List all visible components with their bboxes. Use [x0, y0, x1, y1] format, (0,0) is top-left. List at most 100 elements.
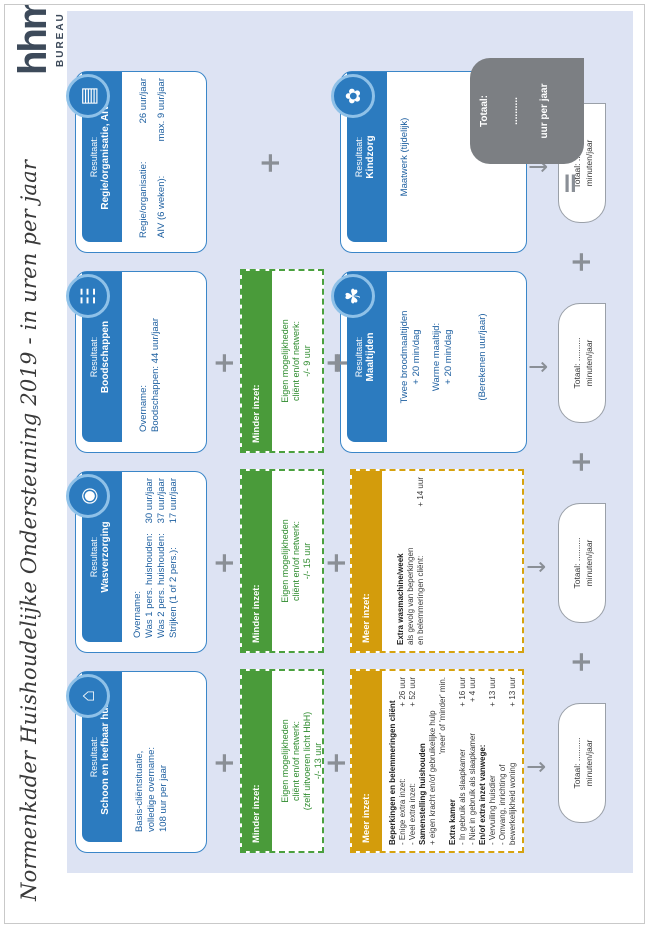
body-line: Warme maaltijd: — [431, 322, 442, 392]
row-label: - Veel extra inzet: — [408, 783, 417, 845]
row-value: 17 uur/jaar — [168, 478, 179, 524]
text-line: Eigen mogelijkheden — [280, 519, 290, 603]
minder-inzet-box: Minder inzet: Eigen mogelijkheden cliënt… — [240, 269, 324, 453]
result-body: Twee broodmaaltijden + 20 min/dag Warme … — [399, 282, 489, 432]
body-line: + 20 min/dag — [443, 329, 454, 385]
body-line: Boodschappen: 44 uur/jaar — [150, 317, 161, 432]
minder-inzet-box: Minder inzet: Eigen mogelijkheden cliënt… — [240, 669, 324, 853]
result-body: Regie/organisatie:26 uur/jaar AIV (6 wek… — [138, 78, 168, 238]
row-label: - Omvang, inrichting of — [498, 764, 507, 845]
body-line: Twee broodmaaltijden — [399, 310, 410, 404]
text-line: -/- 9 uur — [302, 345, 312, 377]
row-value: 37 uur/jaar — [156, 478, 167, 524]
plus-icon: + — [564, 650, 597, 674]
row-label: - Vervuiling huisdier — [488, 775, 497, 845]
row-label: Was 2 pers. huishouden: — [156, 533, 167, 638]
text-line: en belemmeringen cliënt: — [416, 555, 425, 645]
body-title: Overname: — [132, 591, 143, 638]
plus-icon: + — [207, 551, 240, 575]
logo-sub-text: BUREAU — [55, 12, 66, 67]
teddy-bear-icon: ✿ — [331, 74, 375, 118]
body-row: Was 2 pers. huishouden: 37 uur/jaar — [156, 478, 168, 638]
result-card-wasverzorging: Resultaat: Wasverzorging ◉ Overname: Was… — [66, 471, 207, 653]
result-body: Maatwerk (tijdelijk) — [399, 82, 411, 232]
plus-icon: + — [319, 551, 352, 575]
bureau-hhm-logo: hhm BUREAU — [11, 5, 71, 77]
subtotal-unit: minuten/jaar — [584, 139, 594, 187]
row-value: + 13 uur — [508, 677, 517, 707]
meer-header: Meer inzet: — [352, 471, 382, 651]
text-line: cliënt en/of netwerk: — [291, 320, 301, 402]
row-label: - In gebruik als slaapkamer — [458, 748, 467, 845]
plus-icon: + — [319, 751, 352, 775]
text-line: Eigen mogelijkheden — [280, 319, 290, 403]
subtotal-pill: Totaal: .......... minuten/jaar — [558, 303, 606, 423]
plus-icon: + — [564, 450, 597, 474]
result-body: Overname: Was 1 pers. huishouden:30 uur/… — [132, 478, 180, 638]
body-line: Basis-cliëntsituatie, — [134, 750, 145, 832]
row-label: AIV (6 weken): — [156, 175, 167, 238]
result-card-schoon: Resultaat: Schoon en leefbaar huis ⌂ Bas… — [66, 671, 207, 853]
row-value: 'meer' of 'minder' min. — [438, 677, 447, 755]
text-line: als gevolg van beperkingen — [406, 547, 415, 645]
text-line: (zelf uitvoeren licht HbH) — [302, 711, 312, 811]
meer-row: 'meer' of 'minder' min. — [438, 677, 448, 845]
body-line: + 20 min/dag — [411, 329, 422, 385]
row-label: Strijken (1 of 2 pers.): — [168, 547, 179, 638]
row-value: + 13 uur — [488, 677, 497, 707]
meer-row: + eigen kracht en/of gebruikelijke hulp — [428, 677, 438, 845]
text-line: -/- 15 uur — [302, 542, 312, 580]
meer-row: - Enige extra inzet: + 26 uur — [398, 677, 408, 845]
row-value: + 4 uur — [468, 677, 477, 703]
subtotal-unit: minuten/jaar — [584, 539, 594, 587]
plus-icon: + — [321, 351, 354, 375]
plus-icon: + — [564, 250, 597, 274]
meer-row: bewerkelijkheid woning + 13 uur — [508, 677, 518, 845]
section-title: En/of extra inzet vanwege: — [478, 744, 487, 845]
row-label: Regie/organisatie: — [138, 161, 149, 238]
washing-machine-icon: ◉ — [66, 474, 110, 518]
section-title: Extra kamer — [448, 799, 457, 845]
text-line: Extra wasmachine/week — [396, 553, 405, 645]
grand-total-text: Totaal: .......... uur per jaar — [470, 58, 584, 164]
grand-total-value: .......... — [509, 97, 520, 125]
result-body: Overname: Boodschappen: 44 uur/jaar — [138, 282, 162, 432]
body-row: Regie/organisatie:26 uur/jaar — [138, 78, 150, 238]
body-line: Maatwerk (tijdelijk) — [399, 117, 410, 197]
plus-icon: + — [207, 351, 240, 375]
row-value: + 14 uur — [416, 477, 425, 507]
subtotal-pill: Totaal: .......... minuten/jaar — [558, 503, 606, 623]
result-card-maaltijden: Resultaat: Maaltijden ☘ Twee broodmaalti… — [331, 271, 527, 453]
body-row: Strijken (1 of 2 pers.): 17 uur/jaar — [168, 478, 180, 638]
meer-row: - Veel extra inzet: + 52 uur — [408, 677, 418, 845]
subtotal-label: Totaal: .......... — [572, 537, 582, 589]
body-row: AIV (6 weken):max. 9 uur/jaar — [156, 78, 168, 238]
logo-main-text: hhm — [11, 4, 55, 75]
result-card-boodschappen: Resultaat: Boodschappen ☷ Overname: Bood… — [66, 271, 207, 453]
grand-total-label: Totaal: — [479, 94, 490, 128]
meer-text: Beperkingen en belemmeringen cliënt - En… — [388, 677, 518, 845]
subtotal-pill: Totaal: .......... minuten/jaar — [558, 703, 606, 823]
row-label: bewerkelijkheid woning — [508, 762, 517, 845]
minder-text: Eigen mogelijkheden cliënt en/of netwerk… — [280, 279, 313, 443]
row-value: + 16 uur — [458, 677, 467, 707]
minder-header: Minder inzet: — [242, 671, 272, 851]
broccoli-icon: ☘ — [331, 274, 375, 318]
row-value: + 52 uur — [408, 677, 417, 707]
plus-icon: + — [207, 751, 240, 775]
body-row: Was 1 pers. huishouden:30 uur/jaar — [144, 478, 156, 638]
meer-inzet-box: Meer inzet: Beperkingen en belemmeringen… — [350, 669, 524, 853]
row-value: 30 uur/jaar — [144, 478, 155, 524]
text-line: cliënt en/of netwerk: — [291, 720, 301, 802]
body-line: Overname: — [138, 385, 149, 432]
subtotal-label: Totaal: .......... — [572, 337, 582, 389]
section-title: Beperkingen en belemmeringen cliënt — [388, 700, 397, 845]
row-label: + eigen kracht en/of gebruikelijke hulp — [428, 710, 437, 845]
shopping-cart-icon: ☷ — [66, 274, 110, 318]
row-label: - Enige extra inzet: — [398, 778, 407, 845]
grand-total-unit: uur per jaar — [539, 83, 550, 139]
row-value: + 26 uur — [398, 677, 407, 707]
meer-header: Meer inzet: — [352, 671, 382, 851]
meer-row: - In gebruik als slaapkamer + 16 uur — [458, 677, 468, 845]
arrow-down-icon: ↓ — [525, 356, 553, 377]
